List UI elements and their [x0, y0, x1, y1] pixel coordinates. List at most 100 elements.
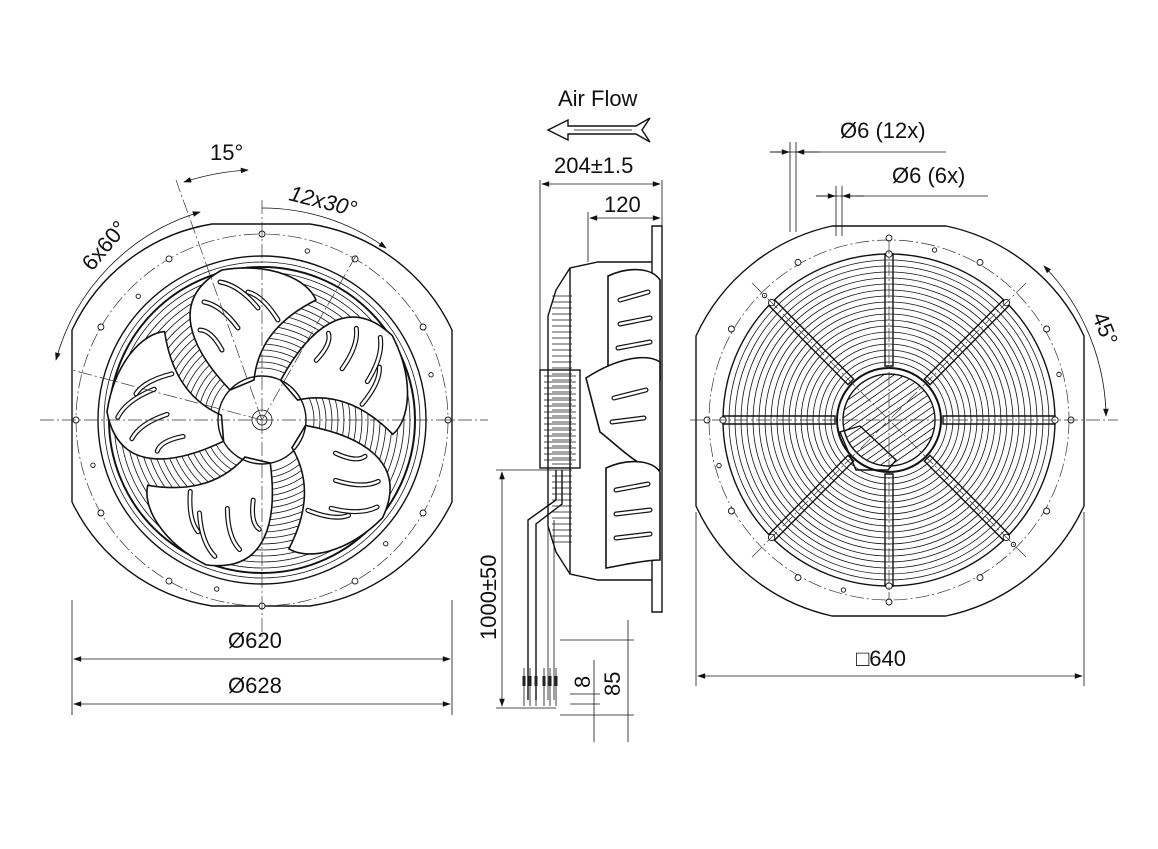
front-blade-slot-inner [188, 490, 200, 534]
front-blade-shape [146, 456, 274, 567]
rear-motor-fin [889, 435, 933, 467]
front-blade-slot-inner [202, 300, 240, 330]
front-angle-ref-1 [175, 179, 263, 421]
cable-1000-label: 1000±50 [476, 555, 501, 641]
rear-motor-fin [860, 406, 934, 457]
front-blade-slot-inner [134, 372, 174, 396]
cable-inner [535, 470, 563, 700]
side-guard-outline [547, 267, 571, 575]
front-blade-slot-inner [218, 280, 260, 310]
side-blade-slots [609, 289, 653, 541]
rear-terminal-box [839, 425, 897, 471]
front-blade [287, 424, 391, 555]
rear-motor-fin [866, 412, 935, 461]
front-hole-inner [428, 372, 434, 378]
side-blade-slot-inner [614, 508, 652, 516]
front-hole-inner [90, 462, 96, 468]
cable-wire-sleeve [548, 676, 552, 686]
front-hole-outer [419, 509, 427, 517]
front-hole-inner [135, 293, 141, 299]
cable-wire-sleeve [522, 676, 526, 686]
cable-wire-sleeve [554, 676, 558, 686]
rear-flange-outline [695, 225, 1085, 617]
rear-hole-outer [976, 574, 984, 582]
rear-hole-inner [931, 247, 938, 253]
rear-motor-fin [842, 375, 904, 419]
hole-6x-label: Ø6 (6x) [892, 163, 965, 188]
rear-hole-outer [794, 574, 802, 582]
cable-8-label: 8 [570, 676, 595, 688]
front-blade-shape [279, 316, 409, 436]
rear-motor-fin [872, 419, 936, 464]
front-blade-slot-inner [306, 509, 350, 519]
front-blade-slot-inner [334, 451, 367, 461]
rear-guard-spoke [722, 415, 836, 425]
front-view: 15° 12x30° 6x60° Ø620 Ø628 [40, 140, 488, 715]
front-blade-slot-inner [251, 498, 261, 531]
front-blade-slot-inner [226, 507, 241, 551]
front-angle-arc-12x30 [261, 207, 387, 249]
rear-hole-inner [1056, 371, 1062, 378]
front-hole-inner [383, 541, 389, 547]
front-blade-slot-inner [246, 290, 280, 322]
rear-guard-spoke [767, 298, 855, 386]
rear-diag-2 [751, 282, 1027, 558]
rear-motor-fin [852, 394, 929, 449]
cable-85-label: 85 [600, 672, 625, 696]
side-blade-slot-inner [618, 290, 650, 302]
front-angle-arc-6x60 [55, 211, 201, 361]
rear-guard-spoke [923, 298, 1011, 386]
side-motor-fins [544, 375, 576, 461]
cable-outer [527, 470, 557, 700]
front-angle-ref-2 [261, 251, 359, 421]
rear-hole-outer [1043, 507, 1051, 515]
front-blade-slot-inner [360, 365, 381, 406]
hole-12x-label: Ø6 (12x) [840, 118, 926, 143]
front-blade-slot-inner [116, 387, 156, 419]
front-blade-shape [106, 330, 225, 460]
side-blade-slot-inner [612, 388, 648, 400]
rear-motor-fin [856, 400, 931, 453]
rear-motor-fins [842, 373, 936, 467]
rear-guard-spoke [884, 253, 894, 367]
side-blade-slot-inner [614, 482, 650, 492]
front-angle-ref-3 [71, 369, 263, 421]
airflow-arrow [546, 117, 651, 143]
rear-hole-outer [794, 258, 802, 266]
rear-motor-fin [847, 373, 885, 401]
front-hole-inner [214, 586, 220, 592]
rear-hole-outer [1043, 325, 1051, 333]
side-blade-slot-inner [616, 340, 652, 350]
front-hole-outer [165, 255, 173, 263]
depth-120-label: 120 [604, 192, 641, 217]
front-blade-slot-inner [198, 511, 217, 558]
rear-hole-outer [727, 325, 735, 333]
side-blade-slot-inner [618, 316, 652, 326]
side-shroud [569, 261, 652, 581]
cable-wire-sleeve [528, 676, 532, 686]
front-blade-slot-inner [130, 413, 169, 440]
front-hole-outer [419, 323, 427, 331]
front-blade [279, 316, 409, 436]
rear-view: Ø6 (12x) Ø6 (6x) 45° □640 [690, 118, 1123, 686]
square-640-label: □640 [856, 646, 906, 671]
front-hole-outer [165, 577, 173, 585]
side-motor [539, 369, 581, 469]
rear-motor-fin [844, 381, 916, 432]
rear-hole-outer [976, 258, 984, 266]
rear-hole-outer [727, 507, 735, 515]
front-hole-outer [351, 577, 359, 585]
front-blade-slot-inner [155, 435, 185, 453]
angle-45-arc [1043, 265, 1109, 417]
side-guard-grille [552, 295, 572, 543]
rear-guard-spokes [722, 253, 1056, 587]
cable-wire-sleeve [542, 676, 546, 686]
front-hole-outer [97, 509, 105, 517]
rear-guard-spoke [923, 454, 1011, 542]
rear-hole-inner [716, 462, 722, 469]
front-blade-slot-inner [365, 336, 383, 383]
front-blade-slot-inner [340, 327, 358, 371]
front-blade-slot-inner [198, 328, 224, 352]
rear-motor-fin [848, 390, 925, 444]
